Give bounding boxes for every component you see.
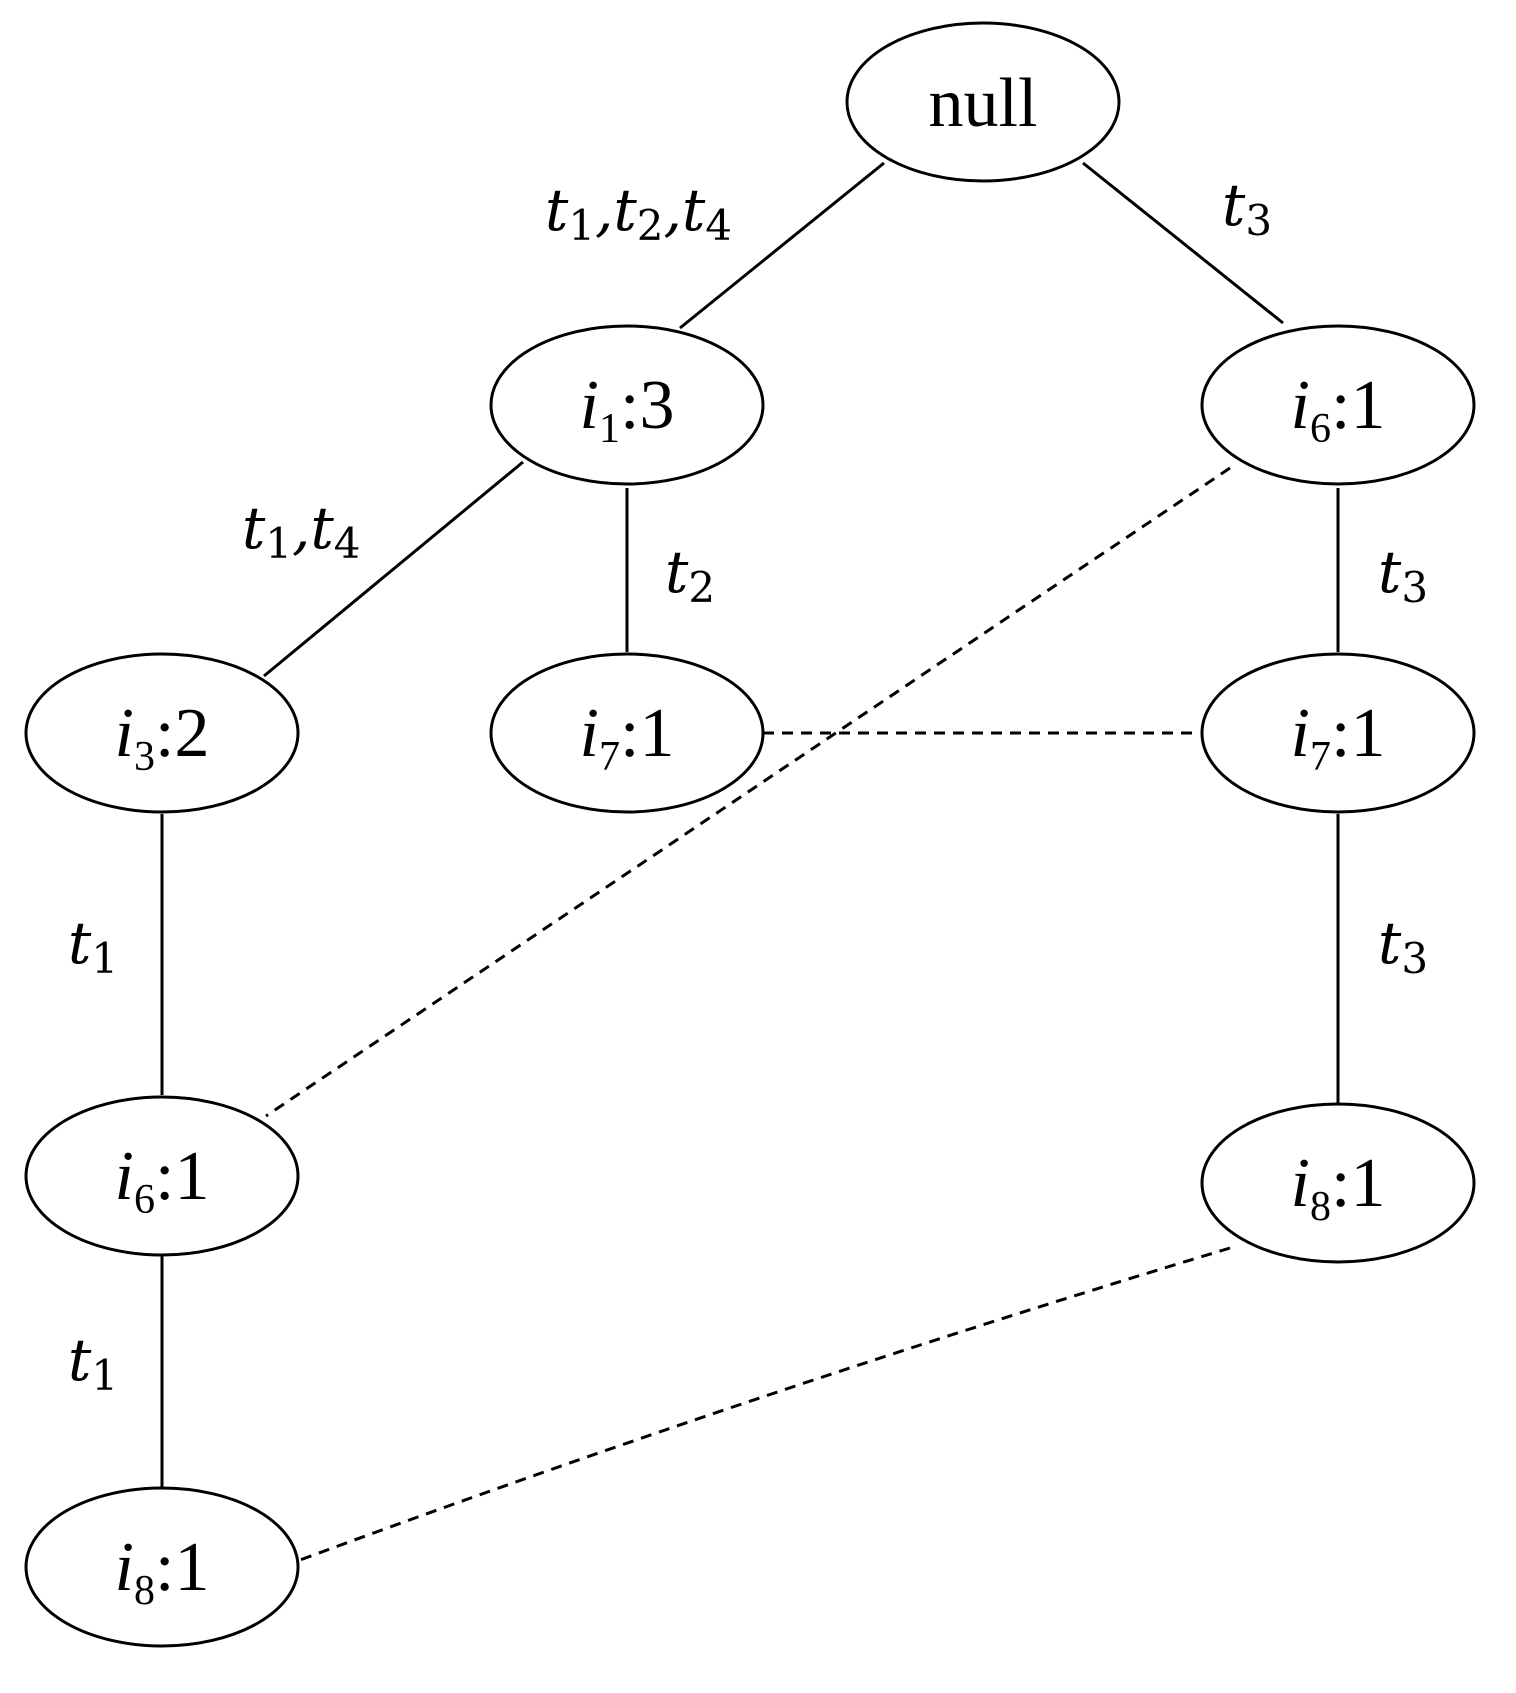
edge-label-i3-i6: t1 [68, 909, 118, 983]
node-i7-left-label: i7:1 [580, 695, 675, 780]
edge-label-comma: , [595, 176, 613, 244]
edge-label-sub: 3 [1401, 563, 1428, 612]
edge-label-comma: , [292, 494, 310, 562]
node-i7-left: i7:1 [489, 652, 765, 814]
edge-label-t: t [545, 176, 569, 244]
node-i8-right-label: i8:1 [1291, 1145, 1386, 1230]
edge-label-sub: 3 [1245, 196, 1272, 245]
node-i6-right-item: i [1291, 367, 1310, 444]
node-i6-right-count: :1 [1331, 367, 1385, 444]
node-i3: i3:2 [24, 652, 300, 814]
node-i8-left-subscript: 8 [134, 1568, 155, 1614]
node-i7-left-subscript: 7 [599, 734, 620, 780]
node-i3-count: :2 [155, 695, 209, 772]
edge-label-i1-i3: t1,t4 [242, 494, 361, 568]
edge-null-i1 [679, 161, 885, 330]
edge-label-null-i6: t3 [1222, 171, 1272, 245]
edge-label-sub: 1 [91, 934, 118, 983]
edge-label-sub: 3 [1401, 934, 1428, 983]
edge-label-t: t [613, 176, 637, 244]
node-i6-left: i6:1 [24, 1095, 300, 1257]
node-i6-left-count: :1 [155, 1138, 209, 1215]
node-i1: i1:3 [489, 324, 765, 486]
edge-label-t: t [682, 176, 706, 244]
node-link-i8 [299, 1246, 1231, 1562]
node-i7-left-count: :1 [620, 695, 674, 772]
edge-label-t: t [310, 494, 334, 562]
node-i7-right-item: i [1291, 695, 1310, 772]
node-i1-item: i [580, 367, 599, 444]
node-i8-right: i8:1 [1200, 1102, 1476, 1264]
edge-label-t: t [242, 494, 266, 562]
edge-label-t: t [1378, 909, 1402, 977]
node-i1-label: i1:3 [580, 367, 675, 452]
edge-label-t: t [1378, 538, 1402, 606]
node-i1-count: :3 [620, 367, 674, 444]
node-i6-left-item: i [115, 1138, 134, 1215]
edge-i1-i3 [263, 460, 524, 678]
node-i7-right-count: :1 [1331, 695, 1385, 772]
node-i8-left-item: i [115, 1529, 134, 1606]
edge-label-i6-i8: t1 [68, 1326, 118, 1400]
node-i8-left: i8:1 [24, 1486, 300, 1648]
node-i6-right-subscript: 6 [1310, 406, 1331, 452]
edge-label-sub: 1 [568, 201, 595, 250]
node-i8-left-label: i8:1 [115, 1529, 210, 1614]
node-i7-right: i7:1 [1200, 652, 1476, 814]
node-null-label: null [929, 65, 1038, 142]
node-i8-right-subscript: 8 [1310, 1184, 1331, 1230]
edge-label-t: t [68, 909, 92, 977]
edge-label-i1-i7: t2 [665, 538, 715, 612]
edge-label-sub: 4 [705, 201, 732, 250]
node-i8-right-count: :1 [1331, 1145, 1385, 1222]
edge-label-null-i1: t1,t2,t4 [545, 176, 732, 250]
edge-label-comma: , [664, 176, 682, 244]
edge-label-sub: 4 [334, 519, 361, 568]
node-i6-left-subscript: 6 [134, 1177, 155, 1223]
edge-label-i6-i7: t3 [1378, 538, 1428, 612]
edge-label-i7-i8: t3 [1378, 909, 1428, 983]
node-i1-subscript: 1 [599, 406, 620, 452]
edge-label-t: t [68, 1326, 92, 1394]
node-i3-item: i [115, 695, 134, 772]
node-i3-subscript: 3 [134, 734, 155, 780]
edge-label-t: t [1222, 171, 1246, 239]
edge-label-sub: 1 [265, 519, 292, 568]
node-i6-left-label: i6:1 [115, 1138, 210, 1223]
node-i3-label: i3:2 [115, 695, 210, 780]
node-i6-right-label: i6:1 [1291, 367, 1386, 452]
node-i6-right: i6:1 [1200, 324, 1476, 486]
edge-label-sub: 1 [91, 1351, 118, 1400]
node-i7-right-subscript: 7 [1310, 734, 1331, 780]
edge-null-i6 [1082, 161, 1284, 325]
node-i8-right-item: i [1291, 1145, 1310, 1222]
node-i7-right-label: i7:1 [1291, 695, 1386, 780]
edge-label-t: t [665, 538, 689, 606]
node-null: null [845, 21, 1121, 183]
node-i8-left-count: :1 [155, 1529, 209, 1606]
node-i7-left-item: i [580, 695, 599, 772]
edge-label-sub: 2 [637, 201, 664, 250]
edge-label-sub: 2 [688, 563, 715, 612]
node-link-i6 [265, 466, 1231, 1118]
